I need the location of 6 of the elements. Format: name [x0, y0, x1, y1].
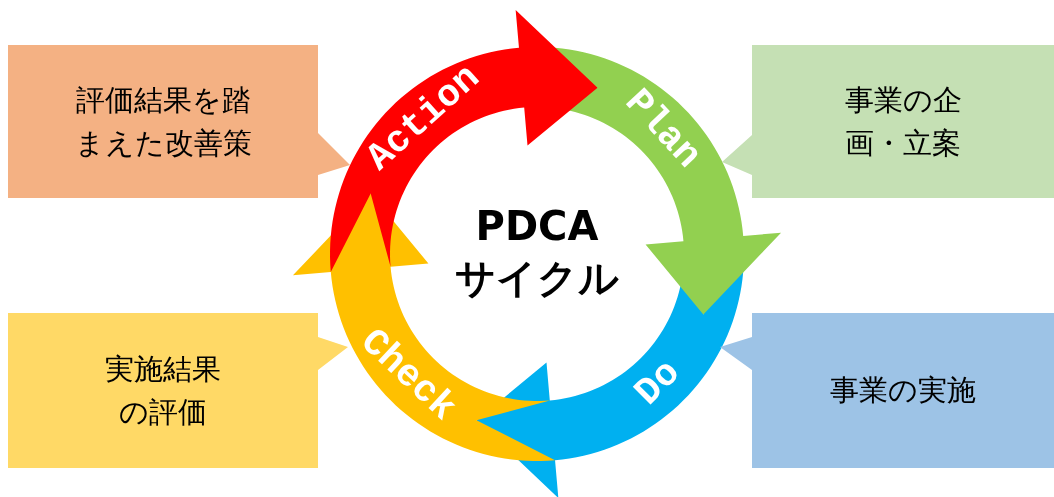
arrow-label: Do: [627, 353, 688, 413]
callout-text: 事業の実施: [830, 372, 976, 410]
center-title: PDCA サイクル: [454, 202, 620, 303]
callout-text: 評価結果を踏まえた改善策: [73, 82, 253, 162]
callout-text: 実施結果の評価: [104, 351, 222, 431]
callout-text: 事業の企画・立案: [843, 82, 963, 162]
